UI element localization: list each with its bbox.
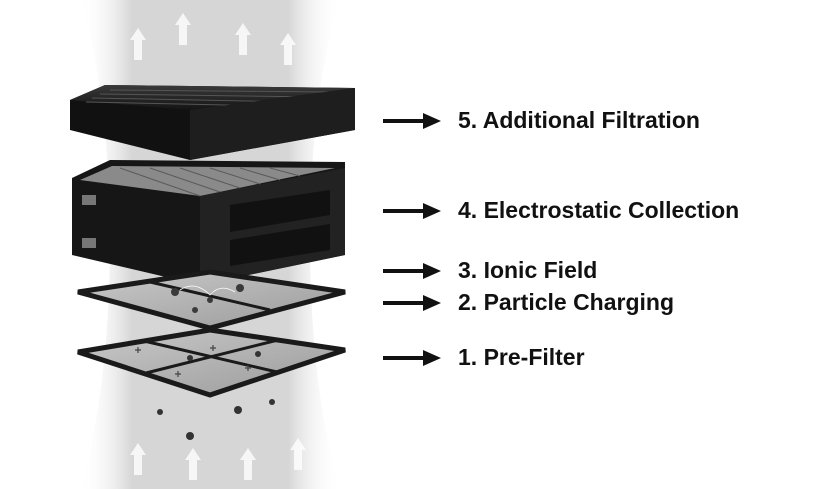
ionic-field-layer [77, 269, 346, 331]
layer-label-3: 3. Ionic Field [458, 257, 598, 283]
additional-filtration-layer [70, 85, 355, 160]
layer-label-2: 2. Particle Charging [458, 289, 675, 315]
electrostatic-collection-layer [72, 160, 345, 285]
layer-label-5: 5. Additional Filtration [458, 107, 700, 133]
right-arrow-icon [383, 263, 441, 279]
particle-icon [171, 284, 244, 313]
right-arrow-icon [383, 350, 441, 366]
ion-plus-icon [135, 345, 251, 377]
airflow-arrow-icon [130, 13, 306, 480]
layer-label-4: 4. Electrostatic Collection [458, 197, 740, 223]
right-arrow-icon [383, 203, 441, 219]
right-arrow-icon [383, 295, 441, 311]
right-arrow-icon [383, 113, 441, 129]
pre-filter-layer [77, 327, 346, 440]
layer-label-1: 1. Pre-Filter [458, 344, 585, 370]
